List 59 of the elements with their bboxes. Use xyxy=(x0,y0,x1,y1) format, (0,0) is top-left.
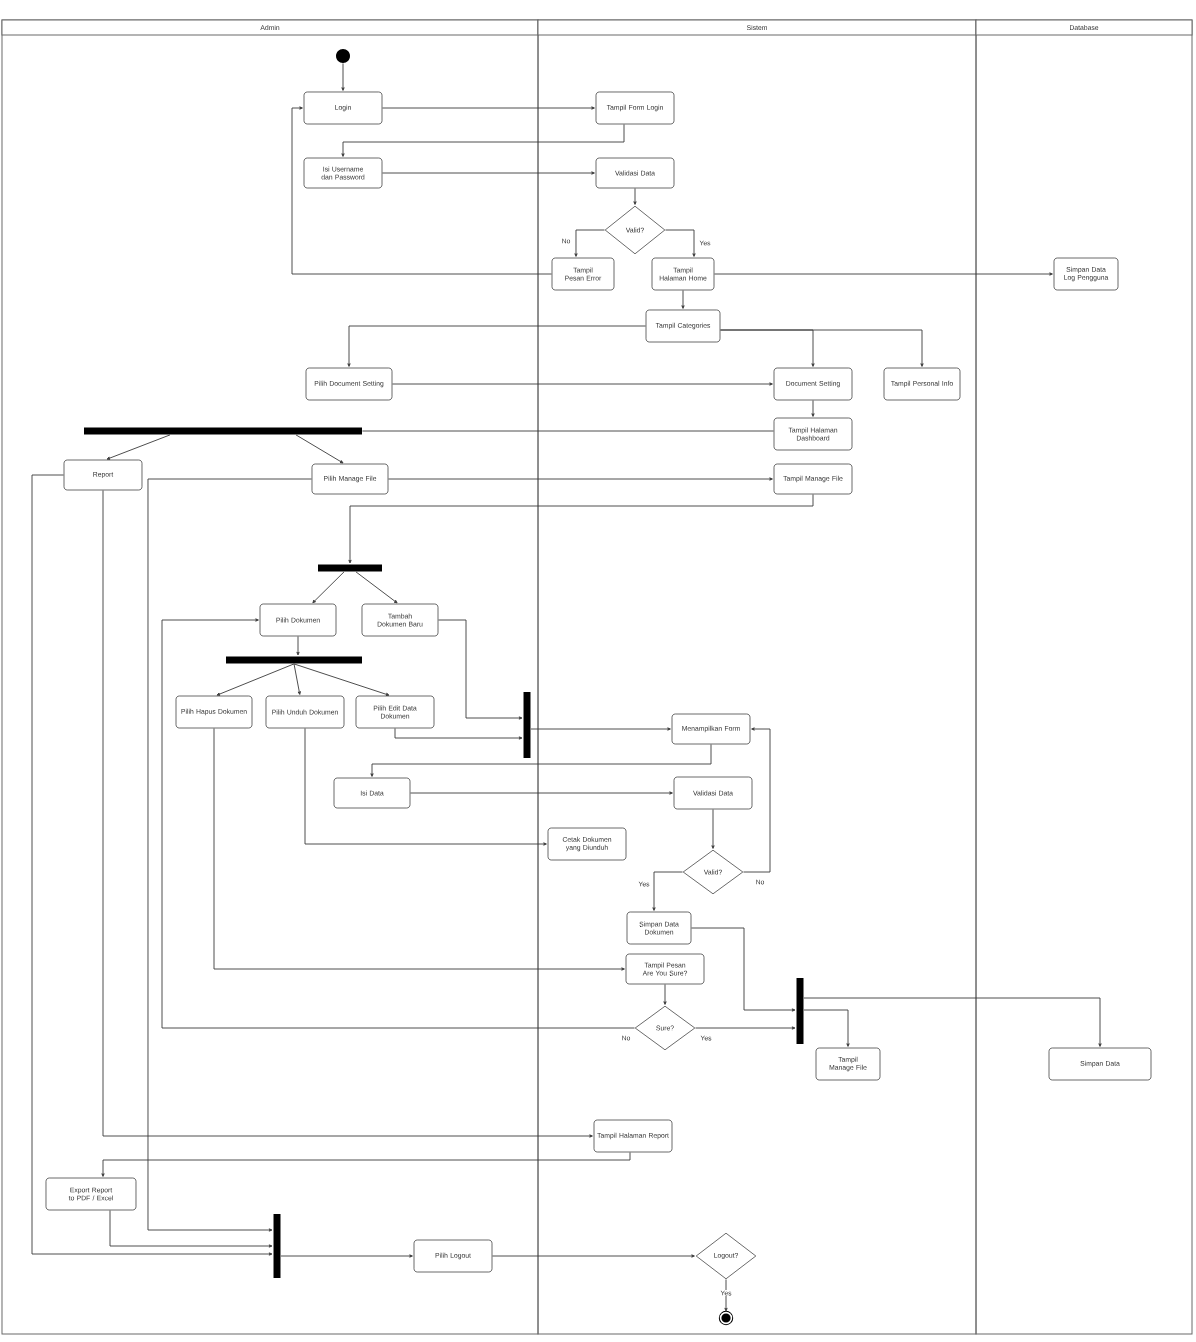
arrow xyxy=(681,290,685,309)
arrow xyxy=(724,1279,728,1312)
sync-bar xyxy=(318,564,382,572)
arrow xyxy=(394,728,523,740)
arrow xyxy=(720,329,924,367)
arrow xyxy=(347,325,646,367)
swimlane xyxy=(537,19,977,1335)
arrow xyxy=(216,663,295,696)
arrow xyxy=(213,728,625,971)
sync-bar xyxy=(273,1214,281,1278)
sync-bar xyxy=(523,692,531,758)
arrow xyxy=(803,997,1102,1047)
arrow xyxy=(341,62,345,91)
arrow xyxy=(161,618,635,1029)
arrow xyxy=(633,188,637,205)
arrow xyxy=(31,474,273,1256)
arrow xyxy=(410,791,673,795)
arrow xyxy=(392,382,773,386)
arrow xyxy=(312,571,345,604)
arrow xyxy=(388,477,773,481)
arrow xyxy=(492,1254,695,1258)
arrow xyxy=(811,400,815,417)
arrow xyxy=(574,229,605,257)
arrow xyxy=(295,434,344,464)
arrow xyxy=(382,171,595,175)
arrow xyxy=(106,434,171,460)
arrow xyxy=(291,106,552,275)
arrow xyxy=(438,619,523,720)
arrow xyxy=(304,728,547,846)
arrow xyxy=(370,744,712,777)
sync-bar xyxy=(796,978,804,1044)
arrow xyxy=(293,663,301,695)
swimlane xyxy=(975,19,1193,1335)
arrow xyxy=(341,124,625,157)
arrow xyxy=(355,571,398,604)
arrow xyxy=(803,1009,850,1047)
arrow xyxy=(663,984,667,1005)
arrow xyxy=(293,663,390,696)
arrow xyxy=(109,1210,273,1248)
arrow xyxy=(530,727,671,731)
arrow xyxy=(280,1254,413,1258)
sync-bar xyxy=(226,656,362,664)
arrow xyxy=(296,636,300,656)
arrow xyxy=(695,1026,796,1030)
arrow xyxy=(711,809,715,849)
arrow xyxy=(382,106,595,110)
start-dot xyxy=(336,49,350,63)
arrow xyxy=(101,1152,631,1177)
arrow xyxy=(348,494,814,564)
arrow xyxy=(665,229,696,257)
arrow xyxy=(743,727,771,873)
end-dot xyxy=(718,1310,734,1326)
swimlane xyxy=(1,19,539,1335)
arrow xyxy=(691,927,796,1012)
arrow xyxy=(147,478,312,1232)
sync-bar xyxy=(84,427,362,435)
arrow xyxy=(652,871,683,911)
arrow xyxy=(102,490,593,1138)
arrow xyxy=(714,272,1053,276)
